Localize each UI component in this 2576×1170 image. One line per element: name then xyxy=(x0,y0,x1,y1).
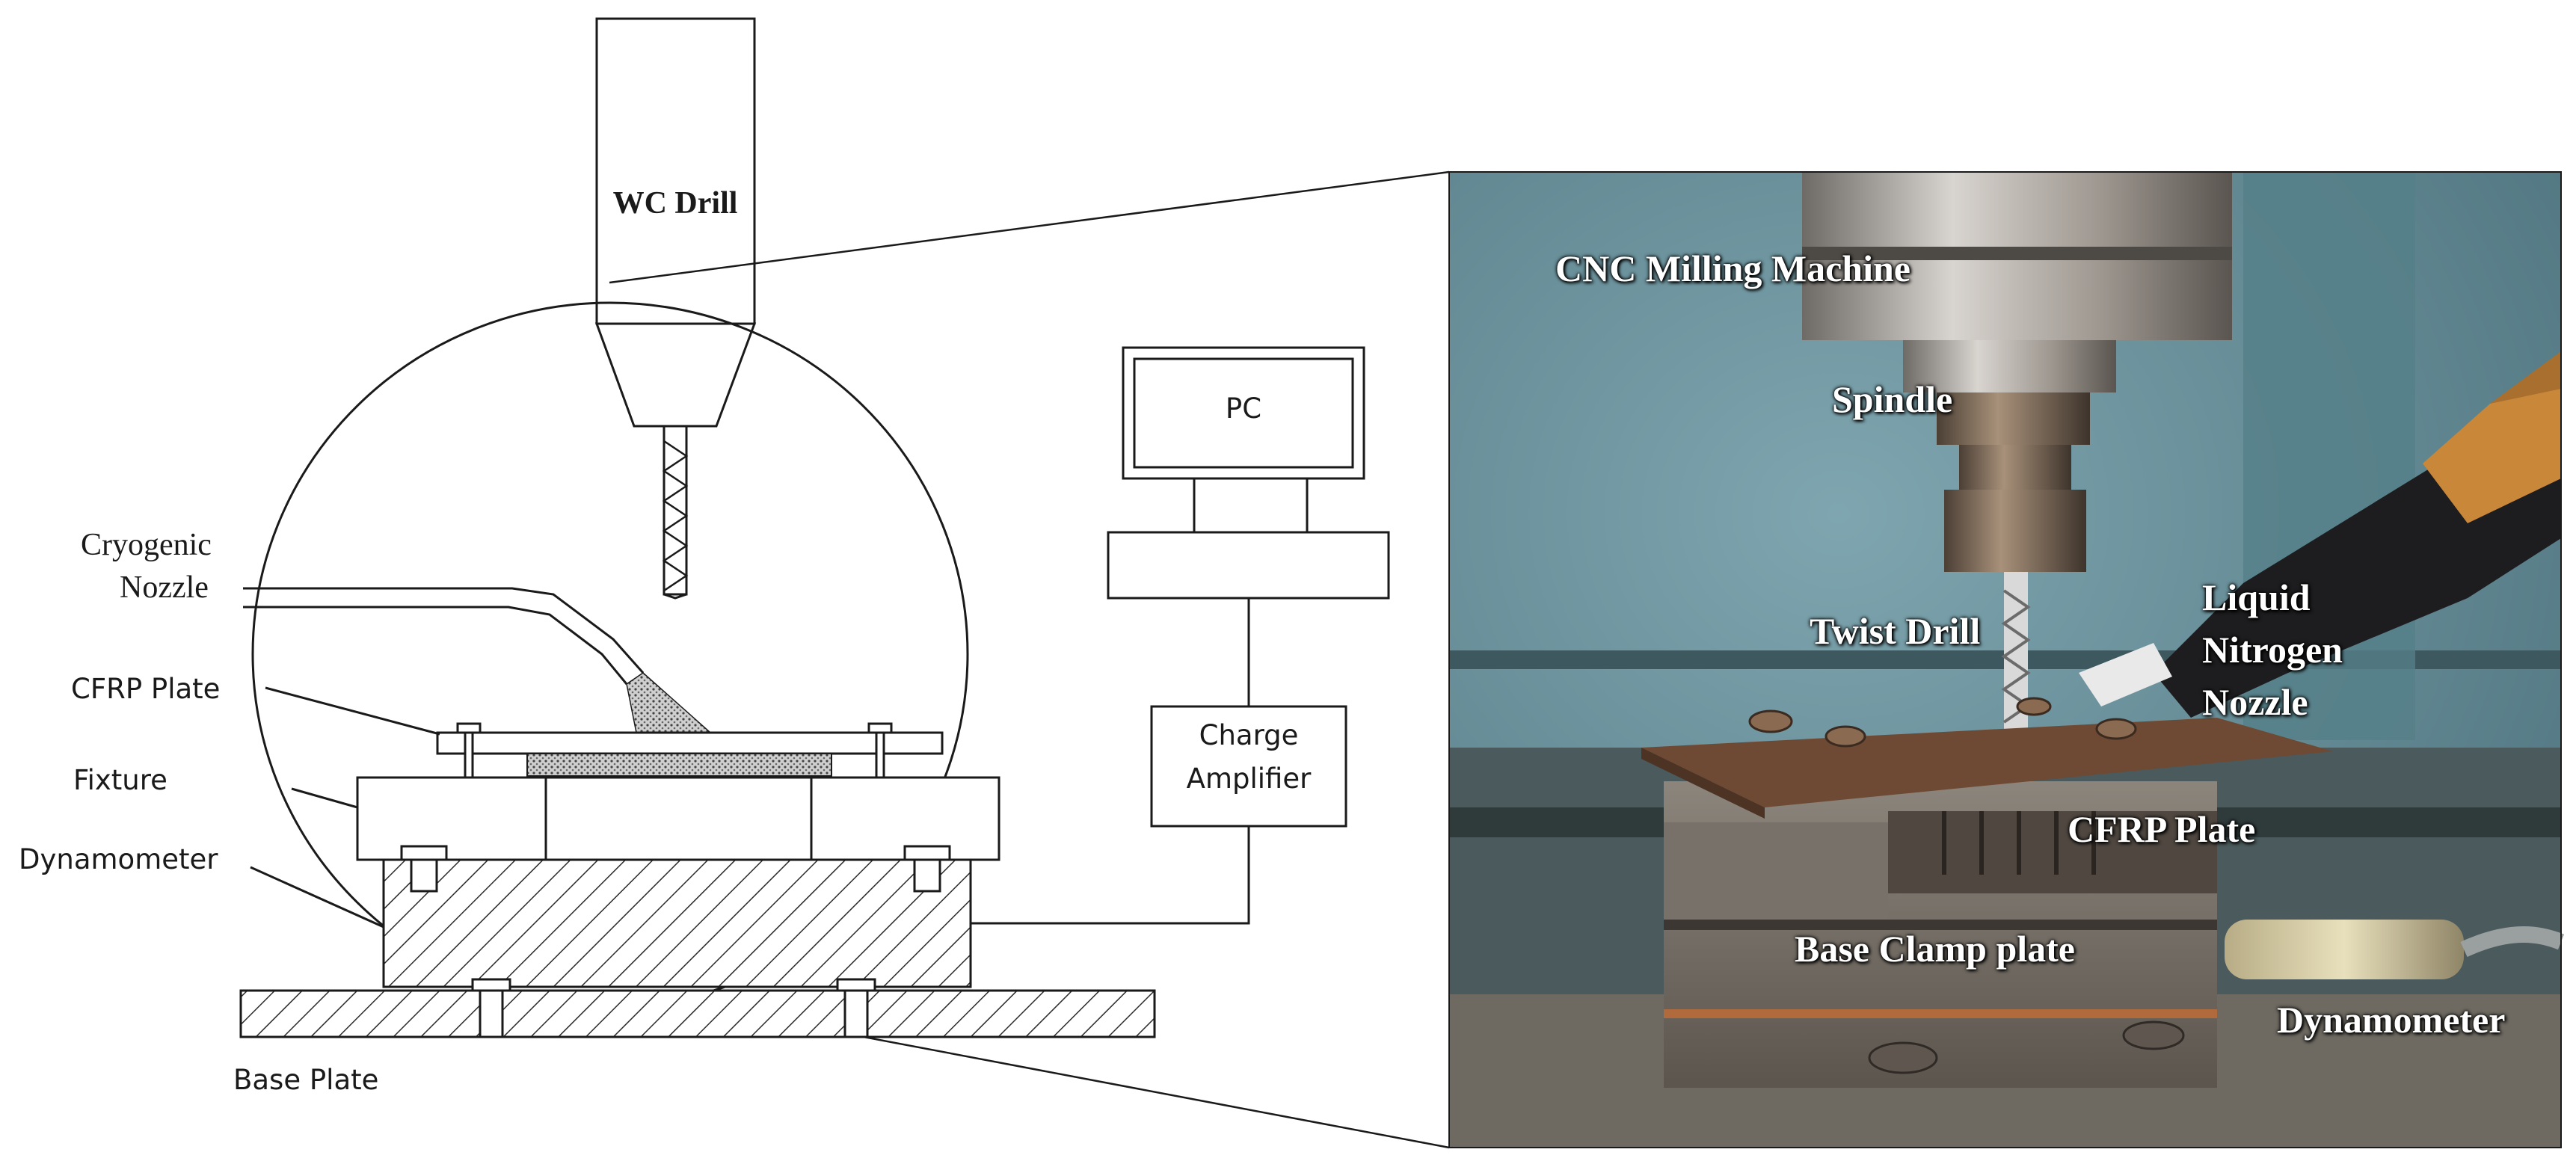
pc-label: PC xyxy=(1225,392,1262,425)
photo-cnc-machine-label: CNC Milling Machine xyxy=(1555,247,1911,289)
photo-ln2-label-1: Liquid xyxy=(2202,576,2311,618)
photo-ln2-label-3: Nozzle xyxy=(2202,681,2308,723)
cfrp-plate xyxy=(436,731,944,755)
photo-panel xyxy=(1449,172,2565,1148)
photo-cfrp-plate-label: CFRP Plate xyxy=(2068,808,2256,850)
cfrp-plate-label: CFRP Plate xyxy=(71,673,221,705)
photo-dynamometer-label: Dynamometer xyxy=(2277,999,2506,1041)
cryogenic-nozzle-label-2: Nozzle xyxy=(120,570,209,605)
photo-ln2-label-2: Nitrogen xyxy=(2202,629,2343,671)
drill-taper xyxy=(594,322,757,428)
base-plate xyxy=(239,989,1156,1038)
zoom-line-top xyxy=(609,170,1450,284)
cfrp-sample xyxy=(526,753,832,777)
photo-base-clamp-label: Base Clamp plate xyxy=(1795,928,2075,970)
charge-amplifier-label-2: Amplifier xyxy=(1186,763,1312,795)
nitrogen-spray xyxy=(626,672,712,737)
photo-spindle-label: Spindle xyxy=(1832,378,1953,420)
signal-cable xyxy=(971,826,1250,925)
dynamometer-leader xyxy=(250,866,384,929)
cryogenic-nozzle-label-1: Cryogenic xyxy=(81,528,212,562)
dynamometer-label: Dynamometer xyxy=(19,843,218,875)
cryogenic-nozzle-pipe-top xyxy=(243,587,645,674)
charge-amplifier-box xyxy=(1150,705,1347,828)
cfrp-leader xyxy=(265,686,440,736)
charge-amplifier-label-1: Charge xyxy=(1199,719,1299,751)
pc-base xyxy=(1107,531,1390,600)
fixture-label: Fixture xyxy=(73,764,167,796)
wc-drill-label: WC Drill xyxy=(612,186,738,221)
wc-drill-holder xyxy=(595,17,756,325)
base-plate-label: Base Plate xyxy=(233,1064,379,1096)
dynamometer xyxy=(382,858,972,988)
photo-twist-drill-label: Twist Drill xyxy=(1810,610,1981,652)
